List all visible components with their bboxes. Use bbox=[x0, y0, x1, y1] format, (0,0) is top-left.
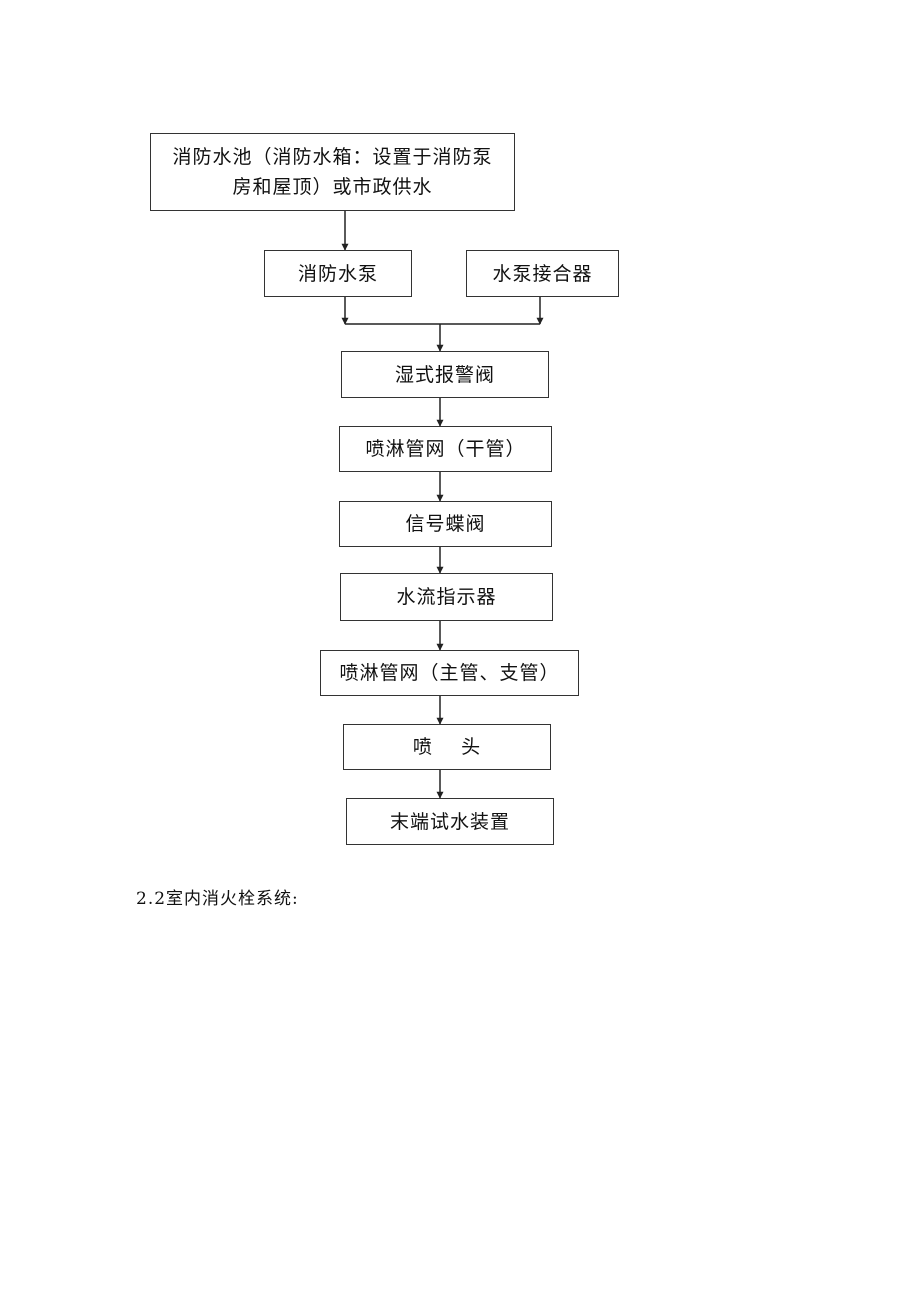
node-fire-pump: 消防水泵 bbox=[264, 250, 412, 297]
node-water-source: 消防水池（消防水箱：设置于消防泵房和屋顶）或市政供水 bbox=[150, 133, 515, 211]
node-pump-adapter-label: 水泵接合器 bbox=[492, 262, 593, 285]
node-signal-butterfly-valve: 信号蝶阀 bbox=[339, 501, 552, 547]
node-signal-butterfly-valve-label: 信号蝶阀 bbox=[405, 513, 486, 535]
node-wet-alarm-valve-label: 湿式报警阀 bbox=[394, 363, 495, 386]
node-end-test-device: 末端试水装置 bbox=[346, 798, 554, 845]
node-sprinkler-main-pipe: 喷淋管网（干管） bbox=[339, 426, 552, 472]
node-sprinkler-branch-pipe: 喷淋管网（主管、支管） bbox=[320, 650, 579, 696]
node-sprinkler-main-pipe-label: 喷淋管网（干管） bbox=[365, 438, 526, 460]
node-sprinkler-head: 喷 头 bbox=[343, 724, 551, 770]
node-water-source-label: 消防水池（消防水箱：设置于消防泵房和屋顶）或市政供水 bbox=[172, 146, 493, 198]
section-caption: 2.2室内消火栓系统: bbox=[136, 889, 299, 909]
node-flow-indicator-label: 水流指示器 bbox=[396, 586, 497, 608]
node-sprinkler-head-label: 喷 头 bbox=[412, 736, 482, 758]
node-wet-alarm-valve: 湿式报警阀 bbox=[341, 351, 549, 398]
node-end-test-device-label: 末端试水装置 bbox=[389, 810, 510, 833]
node-fire-pump-label: 消防水泵 bbox=[297, 262, 378, 285]
node-flow-indicator: 水流指示器 bbox=[340, 573, 553, 621]
node-sprinkler-branch-pipe-label: 喷淋管网（主管、支管） bbox=[339, 662, 560, 684]
node-pump-adapter: 水泵接合器 bbox=[466, 250, 619, 297]
